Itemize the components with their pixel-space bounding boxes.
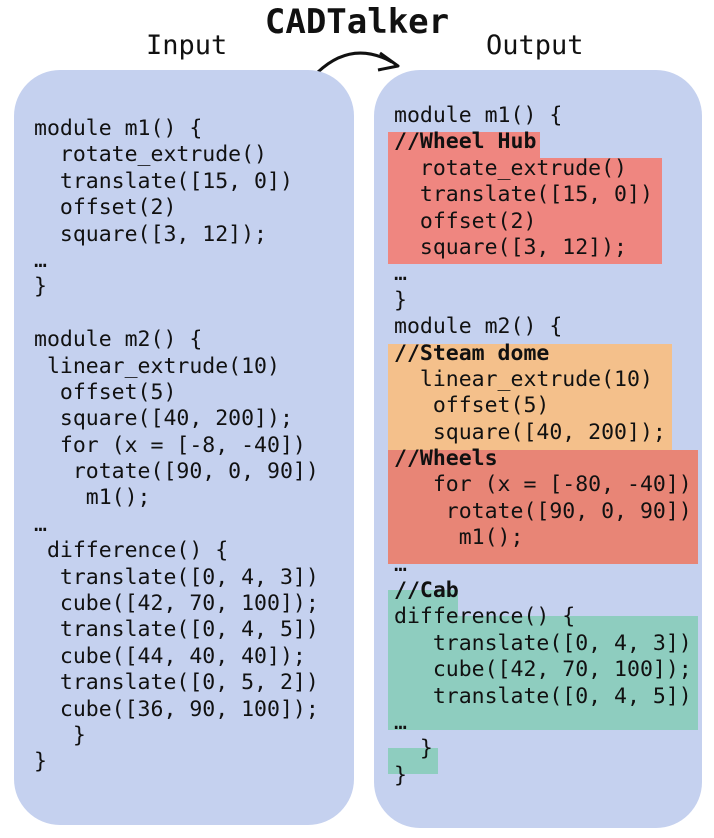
input-code-line: square([3, 12]); (34, 221, 267, 247)
input-code-line: difference() { (34, 538, 229, 564)
input-code-line: translate([0, 4, 3]) (34, 564, 319, 590)
output-code-line: square([40, 200]); (394, 419, 666, 445)
input-code-line: m1(); (34, 485, 151, 511)
highlight-cab-close (388, 748, 438, 774)
output-code-block: module m1() {//Wheel Hub rotate_extrude(… (394, 103, 692, 789)
output-code-line: module m2() { (394, 314, 563, 340)
input-code-line: } (34, 749, 47, 775)
output-code-line: m1(); (394, 525, 524, 551)
output-code-line: linear_extrude(10) (394, 366, 653, 392)
output-code-line: //Wheel Hub (394, 129, 537, 155)
input-label: Input (146, 30, 228, 61)
output-code-line: //Steam dome (394, 340, 550, 366)
highlight-wheel-hub-body (388, 158, 662, 264)
input-code-line: translate([0, 5, 2]) (34, 670, 319, 696)
input-code-line: for (x = [-8, -40]) (34, 432, 306, 458)
input-code-line: } (34, 274, 47, 300)
output-code-line: … (394, 551, 407, 577)
output-code-line: … (394, 709, 407, 735)
input-code-line: translate([15, 0]) (34, 168, 293, 194)
output-code-line: … (394, 261, 407, 287)
input-code-line: square([40, 200]); (34, 406, 293, 432)
output-label: Output (486, 30, 584, 61)
input-code-line (34, 301, 319, 327)
highlight-cab-header (388, 590, 458, 616)
highlight-cab-body (388, 616, 698, 730)
output-code-line: translate([15, 0]) (394, 182, 653, 208)
output-code-line: translate([0, 4, 3]) (394, 630, 692, 656)
input-code-line: offset(5) (34, 379, 177, 405)
output-code-line: //Wheels (394, 446, 498, 472)
input-code-line: module m2() { (34, 327, 203, 353)
highlight-wheel-hub-header (388, 132, 540, 158)
output-code-line: square([3, 12]); (394, 234, 627, 260)
output-code-line: translate([0, 4, 5]) (394, 683, 692, 709)
output-code-line: } (394, 762, 407, 788)
input-code-line: rotate_extrude() (34, 142, 267, 168)
input-code-line: offset(2) (34, 195, 177, 221)
output-code-line: offset(2) (394, 208, 537, 234)
input-code-line: module m1() { (34, 116, 203, 141)
output-panel: module m1() {//Wheel Hub rotate_extrude(… (374, 70, 702, 828)
output-code-line: rotate_extrude() (394, 155, 627, 181)
output-code-line: rotate([90, 0, 90]) (394, 498, 692, 524)
input-code-line: … (34, 247, 47, 273)
title-cadtalker: CADTalker (264, 2, 450, 42)
input-code-line: cube([42, 70, 100]); (34, 591, 319, 617)
output-code-line: difference() { (394, 604, 576, 630)
highlight-steam-dome (388, 344, 672, 450)
highlight-wheels (388, 450, 698, 564)
input-code-line: cube([44, 40, 40]); (34, 643, 306, 669)
input-code-line: rotate([90, 0, 90]) (34, 459, 319, 485)
output-code-line: module m1() { (394, 103, 563, 128)
input-code-line: } (34, 722, 86, 748)
output-code-line: //Cab (394, 578, 459, 604)
output-code-line: for (x = [-80, -40]) (394, 472, 692, 498)
output-code-line: offset(5) (394, 393, 550, 419)
input-code-block: module m1() { rotate_extrude() translate… (34, 116, 319, 776)
output-code-line: } (394, 736, 433, 762)
curved-arrow-icon (316, 51, 400, 74)
input-panel (14, 70, 354, 825)
input-code-line: linear_extrude(10) (34, 353, 280, 379)
output-code-line: } (394, 287, 407, 313)
input-code-line: cube([36, 90, 100]); (34, 696, 319, 722)
input-code-line: … (34, 511, 47, 537)
input-code-line: translate([0, 4, 5]) (34, 617, 319, 643)
output-code-line: cube([42, 70, 100]); (394, 657, 692, 683)
